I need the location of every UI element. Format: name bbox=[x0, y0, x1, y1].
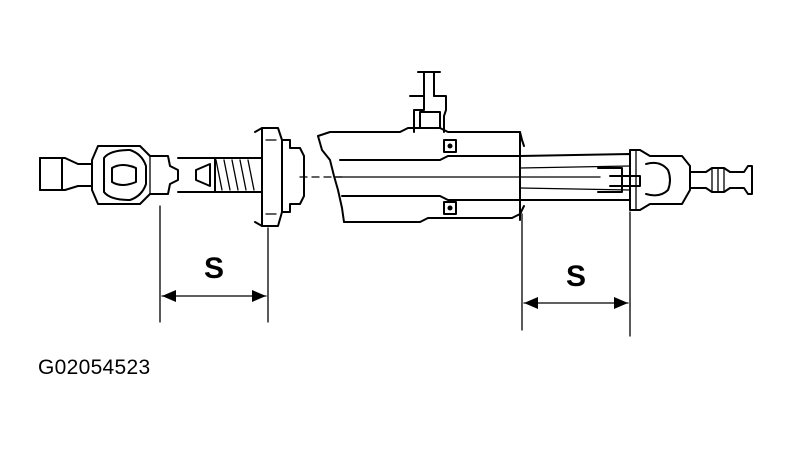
right-shaft-stub bbox=[689, 165, 753, 195]
figure-id: G02054523 bbox=[38, 356, 151, 379]
left-yoke-flange bbox=[254, 127, 305, 227]
dimension-right: S bbox=[521, 211, 631, 337]
dimension-left: S bbox=[159, 205, 269, 323]
dimension-left-label: S bbox=[204, 252, 224, 285]
left-shaft-stub bbox=[39, 157, 93, 191]
dimension-right-label: S bbox=[566, 260, 586, 293]
left-spring-plunger bbox=[177, 151, 263, 199]
center-tube-section bbox=[317, 127, 601, 223]
left-cv-joint-housing bbox=[91, 145, 179, 205]
right-cv-joint-housing bbox=[629, 149, 691, 211]
bracket-mount bbox=[409, 71, 447, 133]
